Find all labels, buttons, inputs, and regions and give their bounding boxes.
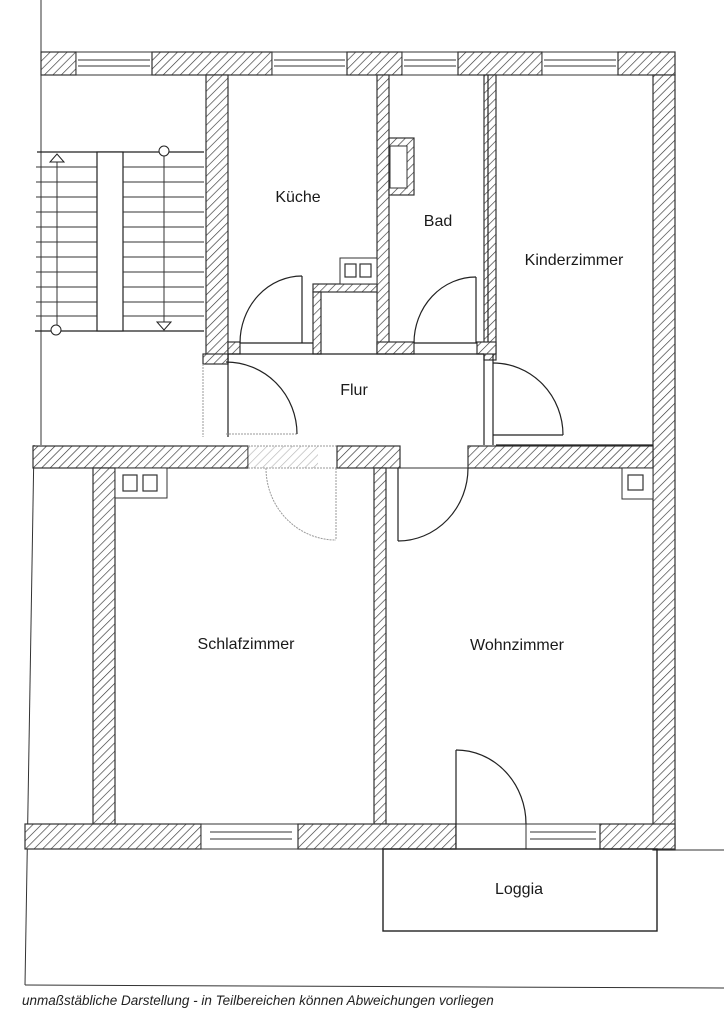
top-exterior-wall	[40, 51, 676, 76]
window	[401, 51, 459, 76]
wall-kitchen-bath	[376, 74, 390, 354]
hallway-walls	[202, 353, 494, 445]
bath-door	[413, 276, 477, 344]
bottom-exterior-wall	[24, 823, 676, 850]
window	[271, 51, 348, 76]
wall-stair-kitchen	[205, 74, 229, 361]
chimney	[388, 137, 415, 196]
room-label-kitchen: Küche	[275, 189, 320, 206]
room-label-hallway: Flur	[340, 382, 368, 399]
entrance-door	[225, 361, 298, 435]
loggia-outline	[382, 848, 658, 932]
window	[525, 823, 601, 850]
kitchen-door	[239, 275, 313, 344]
room-label-bath: Bad	[424, 213, 452, 230]
living-room-door	[397, 467, 469, 542]
window	[200, 823, 299, 850]
disclaimer-footnote: unmaßstäbliche Darstellung - in Teilbere…	[22, 993, 494, 1008]
wall-bedroom-living	[373, 467, 387, 825]
bedroom-door	[265, 467, 337, 541]
middle-wall	[32, 445, 654, 469]
room-label-loggia: Loggia	[495, 881, 543, 898]
kitchen-bottom-walls	[227, 257, 497, 355]
stair-up-arrow-icon	[48, 153, 66, 336]
loggia-door	[455, 749, 527, 848]
kids-room-door	[492, 362, 564, 436]
chimney-living	[621, 467, 654, 500]
window	[75, 51, 153, 76]
staircase	[35, 145, 204, 336]
room-label-bedroom: Schlafzimmer	[198, 636, 296, 653]
room-label-living-room: Wohnzimmer	[470, 637, 565, 654]
stair-down-arrow-icon	[155, 145, 173, 331]
wall-left-bedroom	[92, 467, 116, 825]
window	[541, 51, 619, 76]
chimney-bedroom	[114, 467, 168, 499]
room-label-kids-room: Kinderzimmer	[525, 252, 624, 269]
wall-bath-kids	[483, 74, 497, 361]
right-exterior-wall	[652, 74, 676, 851]
